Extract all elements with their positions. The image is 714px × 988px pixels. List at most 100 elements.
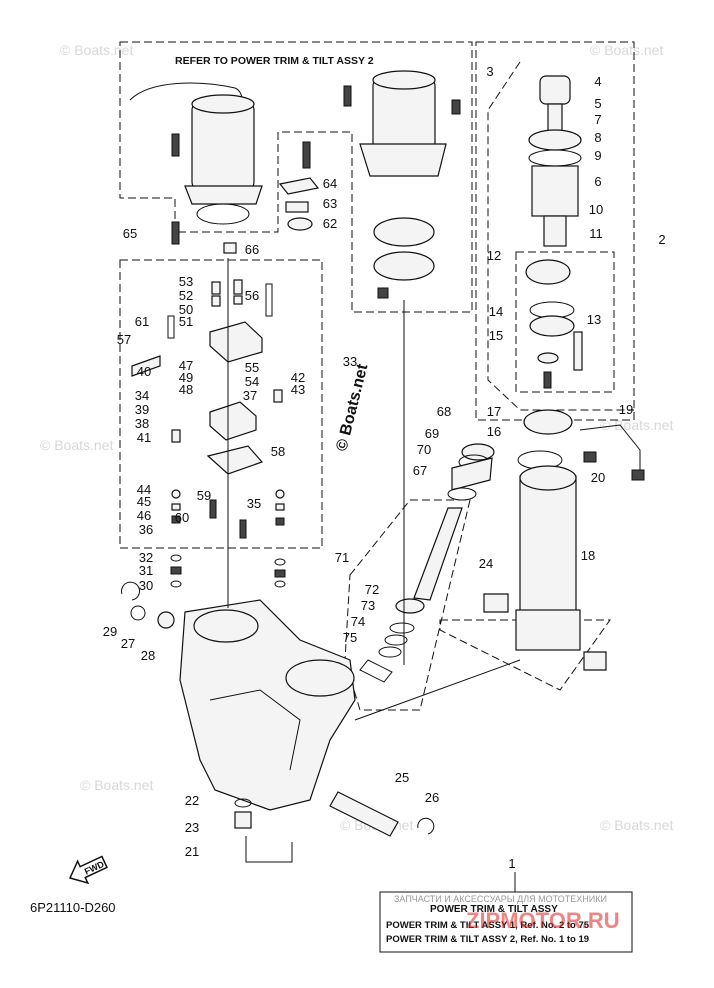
ring xyxy=(389,622,415,634)
ring xyxy=(384,634,408,646)
callout-48: 48 xyxy=(179,382,193,397)
filter-plate xyxy=(373,217,435,247)
plug xyxy=(170,566,182,575)
callout-32: 32 xyxy=(139,550,153,565)
free-piston xyxy=(525,259,571,285)
pipe xyxy=(245,836,293,863)
callout-37: 37 xyxy=(243,388,257,403)
spring xyxy=(573,331,583,371)
housing-rib xyxy=(209,689,301,771)
housing-body xyxy=(179,599,356,811)
callout-29: 29 xyxy=(103,624,117,639)
callout-75: 75 xyxy=(343,630,357,645)
legend-row-1: POWER TRIM & TILT ASSY 1, Ref. No. 2 to … xyxy=(386,920,590,931)
watermarks: © Boats.net © Boats.net © Boats.net © Bo… xyxy=(40,42,673,833)
motor-right xyxy=(343,70,461,299)
filter-parts xyxy=(171,141,320,254)
trim-rod-group xyxy=(359,443,495,683)
plug xyxy=(273,389,283,403)
callout-4: 4 xyxy=(594,74,601,89)
motor-top xyxy=(191,94,255,114)
callout-20: 20 xyxy=(591,470,605,485)
callout-3: 3 xyxy=(486,64,493,79)
bolt xyxy=(171,221,180,245)
callout-64: 64 xyxy=(323,176,337,191)
watermark: © Boats.net xyxy=(600,417,673,433)
check-valve-right xyxy=(274,489,286,588)
callout-13: 13 xyxy=(587,312,601,327)
gland xyxy=(451,457,493,491)
screw xyxy=(302,141,311,169)
rod-lower xyxy=(543,215,567,247)
legend-title: POWER TRIM & TILT ASSY xyxy=(430,904,558,915)
callout-50: 50 xyxy=(179,302,193,317)
callout-9: 9 xyxy=(594,148,601,163)
callout-33: 33 xyxy=(343,354,357,369)
motor-body xyxy=(191,101,255,191)
callout-38: 38 xyxy=(135,416,149,431)
leader-lines xyxy=(227,258,521,721)
spring xyxy=(211,281,221,295)
spring xyxy=(233,295,243,305)
callout-7: 7 xyxy=(594,112,601,127)
callout-35: 35 xyxy=(247,496,261,511)
callout-60: 60 xyxy=(175,510,189,525)
callout-46: 46 xyxy=(137,508,151,523)
callout-5: 5 xyxy=(594,96,601,111)
plug xyxy=(171,515,181,524)
header-note: REFER TO POWER TRIM & TILT ASSY 2 xyxy=(175,55,374,67)
callout-70: 70 xyxy=(417,442,431,457)
inner-piston-outline xyxy=(487,61,634,411)
ball xyxy=(275,489,285,499)
callout-numbers: 1234567891011121314151617181920212223242… xyxy=(103,64,666,871)
spring xyxy=(233,279,243,295)
legend-row-2: POWER TRIM & TILT ASSY 2, Ref. No. 1 to … xyxy=(386,934,589,945)
watermark: © Boats.net xyxy=(600,817,673,833)
check-valve-left xyxy=(170,489,182,588)
cap xyxy=(461,443,495,461)
valve-block xyxy=(209,401,257,441)
screw xyxy=(209,499,217,519)
legend-top-line: ЗАПЧАСТИ И АКСЕССУАРЫ ДЛЯ МОТОТЕХНИКИ xyxy=(394,894,607,904)
callout-8: 8 xyxy=(594,130,601,145)
callout-12: 12 xyxy=(487,248,501,263)
plug xyxy=(157,611,175,629)
ring xyxy=(378,646,402,658)
callout-6: 6 xyxy=(594,174,601,189)
watermark: © Boats.net xyxy=(40,437,113,453)
diagram-code: 6P21110-D260 xyxy=(30,900,116,915)
callout-40: 40 xyxy=(137,364,151,379)
callout-63: 63 xyxy=(323,196,337,211)
callout-52: 52 xyxy=(179,288,193,303)
callout-61: 61 xyxy=(135,314,149,329)
plug xyxy=(377,287,389,299)
callout-67: 67 xyxy=(413,463,427,478)
piston-ring xyxy=(528,149,582,167)
callout-36: 36 xyxy=(139,522,153,537)
callout-43: 43 xyxy=(291,382,305,397)
fwd-arrow: FWD xyxy=(68,855,108,885)
callout-22: 22 xyxy=(185,793,199,808)
bushing xyxy=(583,651,607,671)
legend-site-watermark: ZIPMOTOR.RU xyxy=(466,908,620,933)
retainer xyxy=(359,659,393,683)
o-ring xyxy=(274,580,286,588)
fitting xyxy=(631,469,645,481)
filter xyxy=(285,201,309,213)
bolt xyxy=(343,85,352,107)
pipe xyxy=(579,424,641,480)
callout-42: 42 xyxy=(291,370,305,385)
plug xyxy=(451,99,461,115)
cylinder-eye xyxy=(515,609,581,651)
piston xyxy=(395,598,425,614)
pin xyxy=(329,791,399,837)
backup-ring xyxy=(529,315,575,337)
legend-box: ЗАПЧАСТИ И АКСЕССУАРЫ ДЛЯ МОТОТЕХНИКИ PO… xyxy=(379,872,633,953)
seat xyxy=(275,503,285,511)
fwd-arrow-shape xyxy=(68,855,108,885)
plug xyxy=(543,371,552,389)
ball xyxy=(171,489,181,499)
seal xyxy=(234,798,252,808)
center-watermark: © Boats.net xyxy=(333,362,371,453)
plug xyxy=(275,517,285,526)
